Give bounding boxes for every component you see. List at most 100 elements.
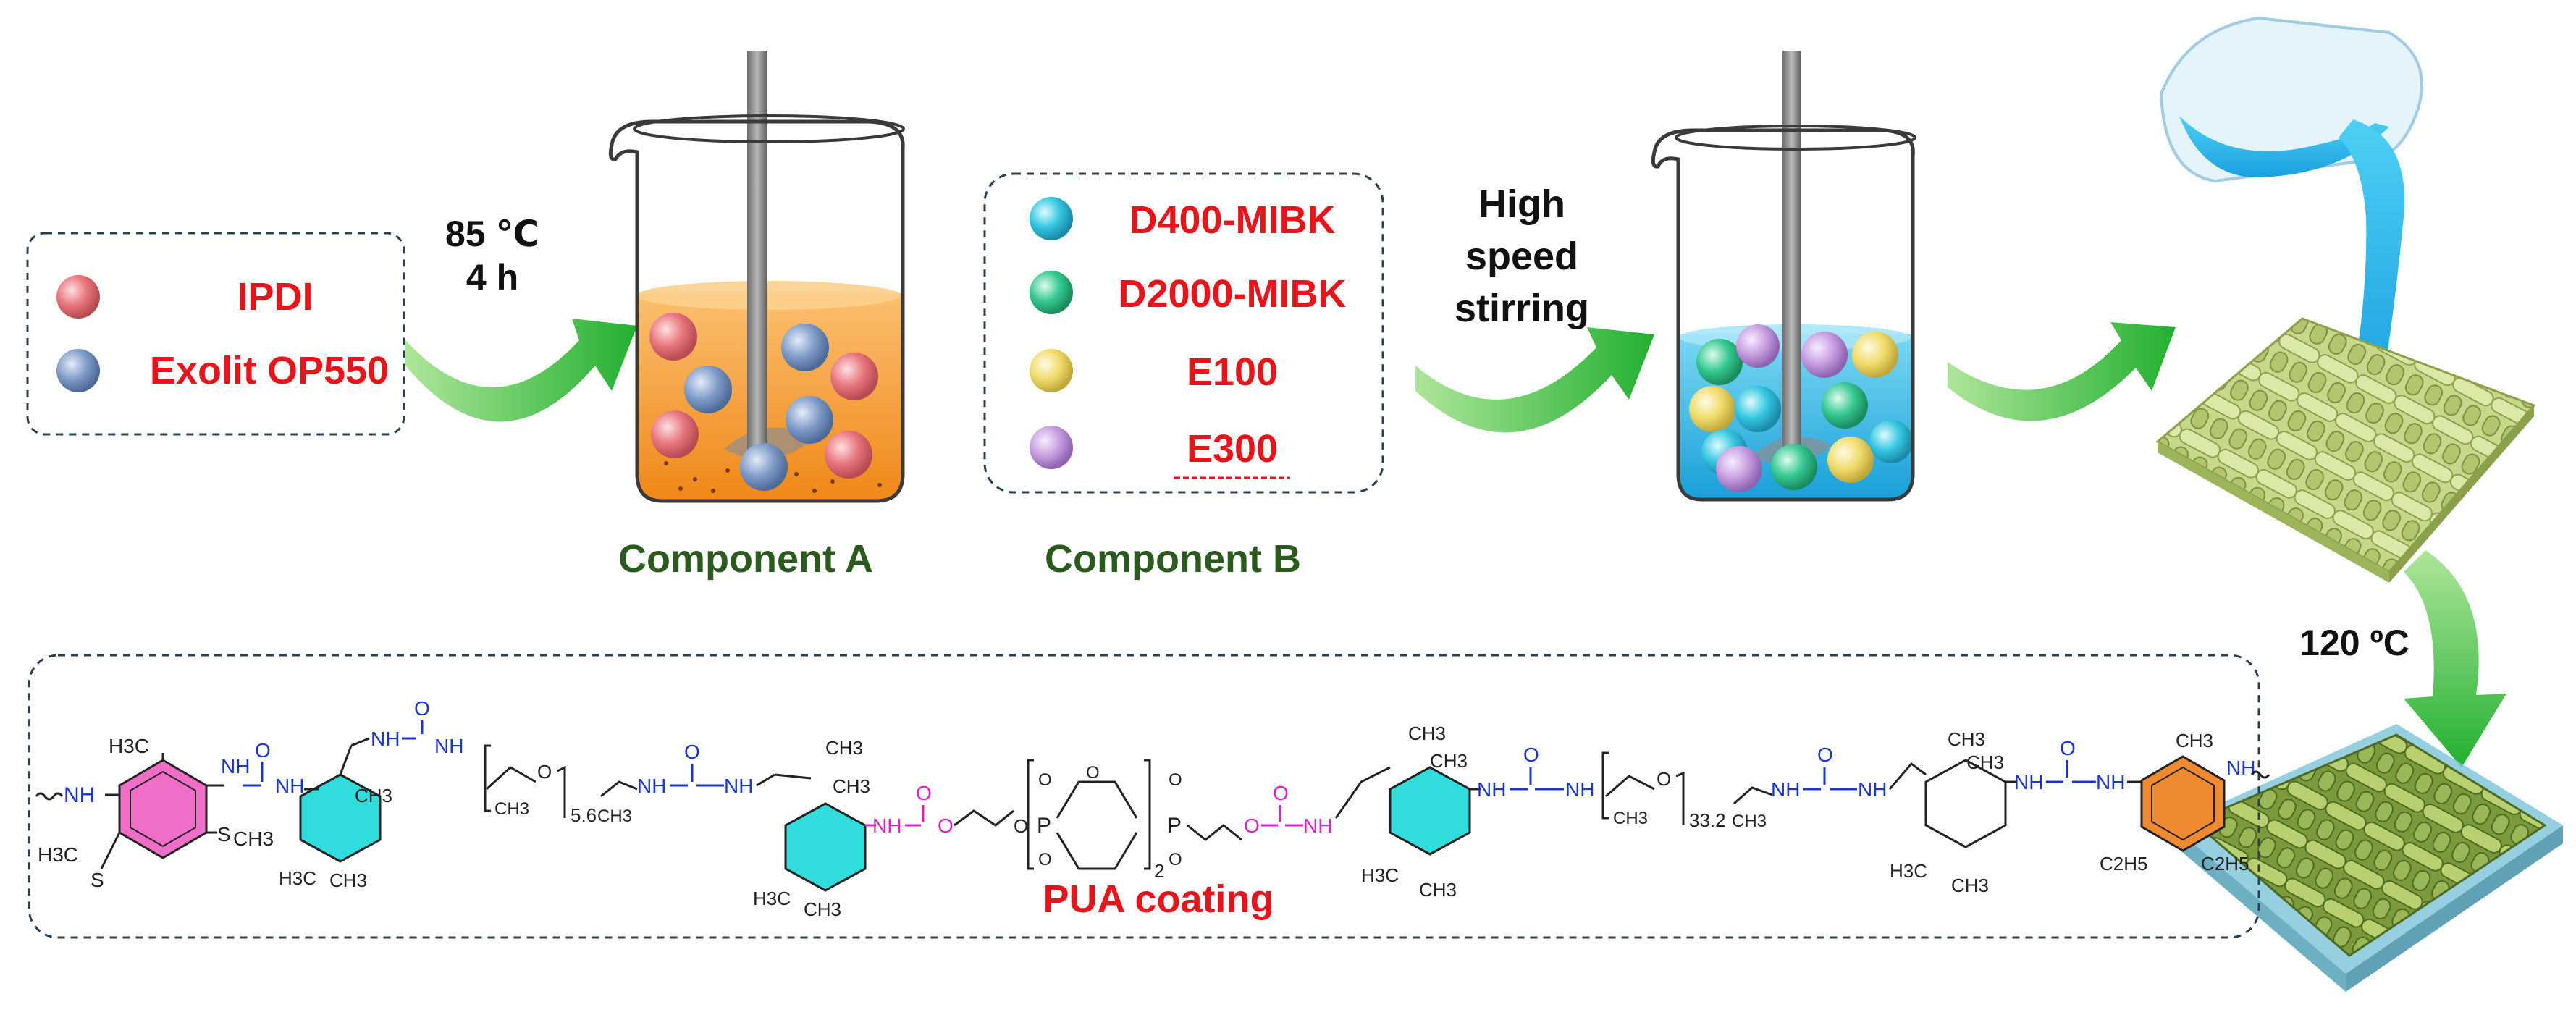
o-label: O bbox=[255, 739, 271, 762]
cyan-cyclohexane-ring bbox=[299, 773, 382, 863]
pink-ring-inner bbox=[130, 770, 196, 848]
wavy-bond bbox=[35, 792, 64, 801]
nh-label: NH bbox=[64, 783, 95, 807]
d2000-legend-label: D2000-MIBK bbox=[1118, 272, 1346, 316]
s-label: S bbox=[91, 869, 104, 891]
s-label: S bbox=[217, 823, 231, 846]
ch3-label: CH3 bbox=[1419, 879, 1457, 901]
h3c-label: H3C bbox=[1361, 864, 1399, 886]
ch3-label: CH3 bbox=[1613, 809, 1648, 828]
d2000-particle bbox=[1771, 444, 1817, 490]
beaker-a-rod bbox=[747, 51, 767, 463]
nh-label: NH bbox=[2096, 771, 2125, 793]
d400-legend-label: D400-MIBK bbox=[1129, 198, 1335, 242]
step3-arrow bbox=[1948, 322, 2176, 421]
exolit-particle bbox=[786, 396, 833, 444]
e100-legend-swatch bbox=[1030, 349, 1073, 392]
step2-line2: speed bbox=[1465, 235, 1578, 278]
step3-temperature: 120 ºC bbox=[2299, 623, 2409, 663]
e100-particle bbox=[1852, 332, 1898, 378]
ch3-label: CH3 bbox=[494, 799, 529, 819]
repeat-bracket bbox=[1027, 759, 1034, 870]
e300-particle bbox=[1801, 332, 1848, 378]
exolit-particle bbox=[684, 366, 732, 413]
ch3-label: CH3 bbox=[833, 775, 870, 797]
repeat-bracket bbox=[1601, 751, 1609, 820]
s-ch3-label: CH3 bbox=[233, 827, 274, 850]
fabric-uncoated bbox=[2155, 317, 2536, 573]
cyclohexane-ring bbox=[1924, 759, 2007, 848]
ch3-label: CH3 bbox=[1732, 812, 1767, 831]
nh-label: NH bbox=[434, 735, 463, 757]
repeat-332: 33.2 bbox=[1689, 809, 1726, 831]
e100-legend-label: E100 bbox=[1187, 350, 1278, 394]
exolit-particle bbox=[740, 443, 788, 491]
ch3-label: CH3 bbox=[1948, 728, 1985, 750]
o-label: O bbox=[1273, 782, 1289, 804]
p-label: P bbox=[1037, 814, 1051, 838]
e300-particle bbox=[1736, 324, 1780, 368]
beaker-component-a bbox=[608, 51, 905, 503]
ipdi-particle bbox=[830, 353, 878, 400]
wavy-bond bbox=[2250, 770, 2270, 779]
nh-label: NH bbox=[371, 728, 400, 750]
o-label: O bbox=[1014, 815, 1028, 837]
exolit-legend-label: Exolit OP550 bbox=[150, 349, 389, 392]
component-b-label: Component B bbox=[1045, 537, 1301, 581]
ipdi-particle bbox=[651, 410, 699, 458]
exolit-legend-swatch bbox=[56, 349, 100, 392]
o-label: O bbox=[916, 782, 932, 804]
ch3-label: CH3 bbox=[825, 737, 863, 759]
o-label: O bbox=[938, 814, 954, 837]
d2000-legend-swatch bbox=[1030, 271, 1073, 314]
step3-curing-arrow bbox=[2404, 550, 2506, 767]
o-label: O bbox=[537, 761, 552, 783]
repeat-bracket bbox=[484, 744, 491, 812]
pua-chemical-structure: NH H3C H3C S S CH3 NH O NH CH3 H3C CH3 N… bbox=[35, 697, 2270, 920]
pua-structure-box bbox=[28, 654, 2260, 939]
o-label: O bbox=[1169, 850, 1182, 869]
pink-aromatic-ring bbox=[118, 759, 208, 859]
nh-label: NH bbox=[1303, 814, 1332, 837]
nh-label: NH bbox=[1565, 778, 1594, 801]
pouring-stream bbox=[2339, 119, 2405, 405]
o-label: O bbox=[1244, 814, 1260, 837]
cyan-cyclohexane-ring bbox=[1389, 766, 1471, 856]
e100-particle bbox=[1689, 386, 1735, 432]
o-label: O bbox=[1086, 763, 1100, 783]
o-label: O bbox=[1038, 850, 1052, 869]
p-label: P bbox=[1167, 814, 1182, 838]
nh-label: NH bbox=[1771, 778, 1800, 801]
component-b-legend: D400-MIBK D2000-MIBK E100 E300 bbox=[983, 172, 1384, 494]
ipdi-legend-swatch bbox=[56, 275, 100, 319]
nh-label: NH bbox=[2014, 771, 2043, 793]
step1-temperature: 85 ℃ bbox=[445, 214, 539, 254]
component-a-legend: IPDI Exolit OP550 bbox=[26, 232, 405, 436]
orange-ring-inner bbox=[2151, 766, 2215, 841]
e300-legend-label: E300 bbox=[1187, 427, 1278, 471]
coating-edge bbox=[2346, 825, 2563, 992]
step1-time: 4 h bbox=[466, 257, 518, 298]
beaker-mixture bbox=[1651, 51, 1916, 502]
step2-line3: stirring bbox=[1455, 287, 1589, 330]
repeat-56: 5.6 bbox=[571, 804, 597, 826]
step1-arrow bbox=[405, 319, 637, 422]
c2h5-label: C2H5 bbox=[2100, 853, 2147, 875]
nh-label: NH bbox=[637, 775, 666, 797]
step2-line1: High bbox=[1478, 182, 1565, 226]
exolit-particle bbox=[781, 324, 829, 371]
o-label: O bbox=[414, 697, 430, 720]
nh-label: NH bbox=[221, 755, 250, 778]
d400-legend-swatch bbox=[1030, 197, 1073, 240]
ch3-label: CH3 bbox=[1951, 875, 1989, 896]
nh-label: NH bbox=[2226, 757, 2255, 779]
pouring-illustration bbox=[2155, 16, 2536, 583]
e300-legend-swatch bbox=[1030, 426, 1073, 469]
h3c-label: H3C bbox=[753, 888, 791, 909]
ch3-label: CH3 bbox=[597, 806, 632, 826]
ch3-label: CH3 bbox=[2176, 730, 2213, 751]
d2000-particle bbox=[1822, 382, 1868, 429]
c2h5-label: C2H5 bbox=[2201, 853, 2249, 875]
d400-particle bbox=[1735, 386, 1781, 432]
